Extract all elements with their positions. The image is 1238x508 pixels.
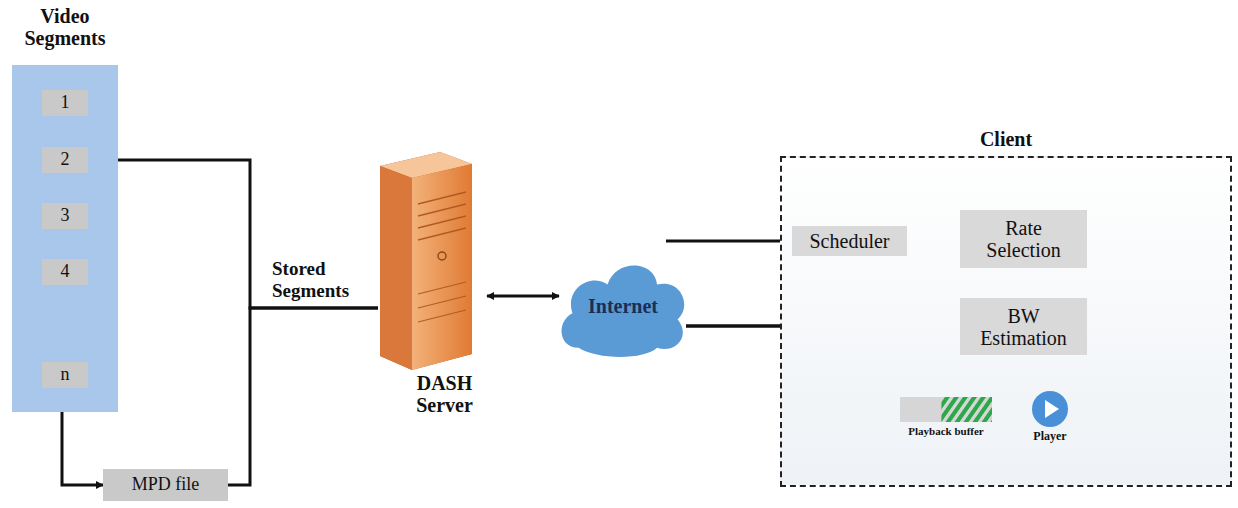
- segment-box: 3: [42, 203, 88, 229]
- cloud-label: Internet: [588, 295, 658, 317]
- client-region: ClientSchedulerRate SelectionBW Estimati…: [780, 156, 1232, 487]
- segment-box: n: [42, 362, 88, 388]
- player-node: Player: [1028, 390, 1072, 450]
- process-box: Scheduler: [792, 226, 907, 256]
- playback-buffer: Playback buffer: [900, 397, 992, 453]
- internet-cloud: Internet: [556, 250, 690, 362]
- line-label: Stored Segments: [272, 258, 372, 302]
- connector: [666, 240, 792, 243]
- box-label: n: [61, 365, 70, 385]
- server-icon: [372, 144, 477, 372]
- player-label: Player: [1033, 430, 1066, 443]
- box-label: 2: [61, 150, 70, 170]
- process-box: BW Estimation: [960, 298, 1087, 355]
- process-box: Rate Selection: [960, 210, 1087, 268]
- box-label: 4: [61, 262, 70, 282]
- segment-box: 1: [42, 90, 88, 116]
- buffer-bar: [900, 397, 992, 422]
- box-label: 1: [61, 93, 70, 113]
- mpd-box: MPD file: [103, 469, 228, 501]
- player-icon: [1031, 390, 1069, 428]
- connector: [88, 160, 378, 308]
- buffer-label: Playback buffer: [908, 425, 983, 437]
- connector: [487, 295, 559, 298]
- box-label: Rate Selection: [966, 217, 1081, 261]
- segment-box: 2: [42, 147, 88, 173]
- box-label: Scheduler: [810, 230, 890, 252]
- segment-box: 4: [42, 259, 88, 285]
- connector: [228, 308, 378, 485]
- node-heading: DASH Server: [405, 372, 485, 416]
- box-label: BW Estimation: [966, 305, 1081, 349]
- server-node: DASH Server: [372, 138, 487, 434]
- box-label: 3: [61, 206, 70, 226]
- segment-panel: Video Segments1234n: [12, 65, 118, 412]
- box-label: MPD file: [132, 475, 200, 495]
- region-heading: Client: [782, 128, 1230, 150]
- region-heading: Video Segments: [12, 5, 118, 49]
- connector: [62, 412, 103, 485]
